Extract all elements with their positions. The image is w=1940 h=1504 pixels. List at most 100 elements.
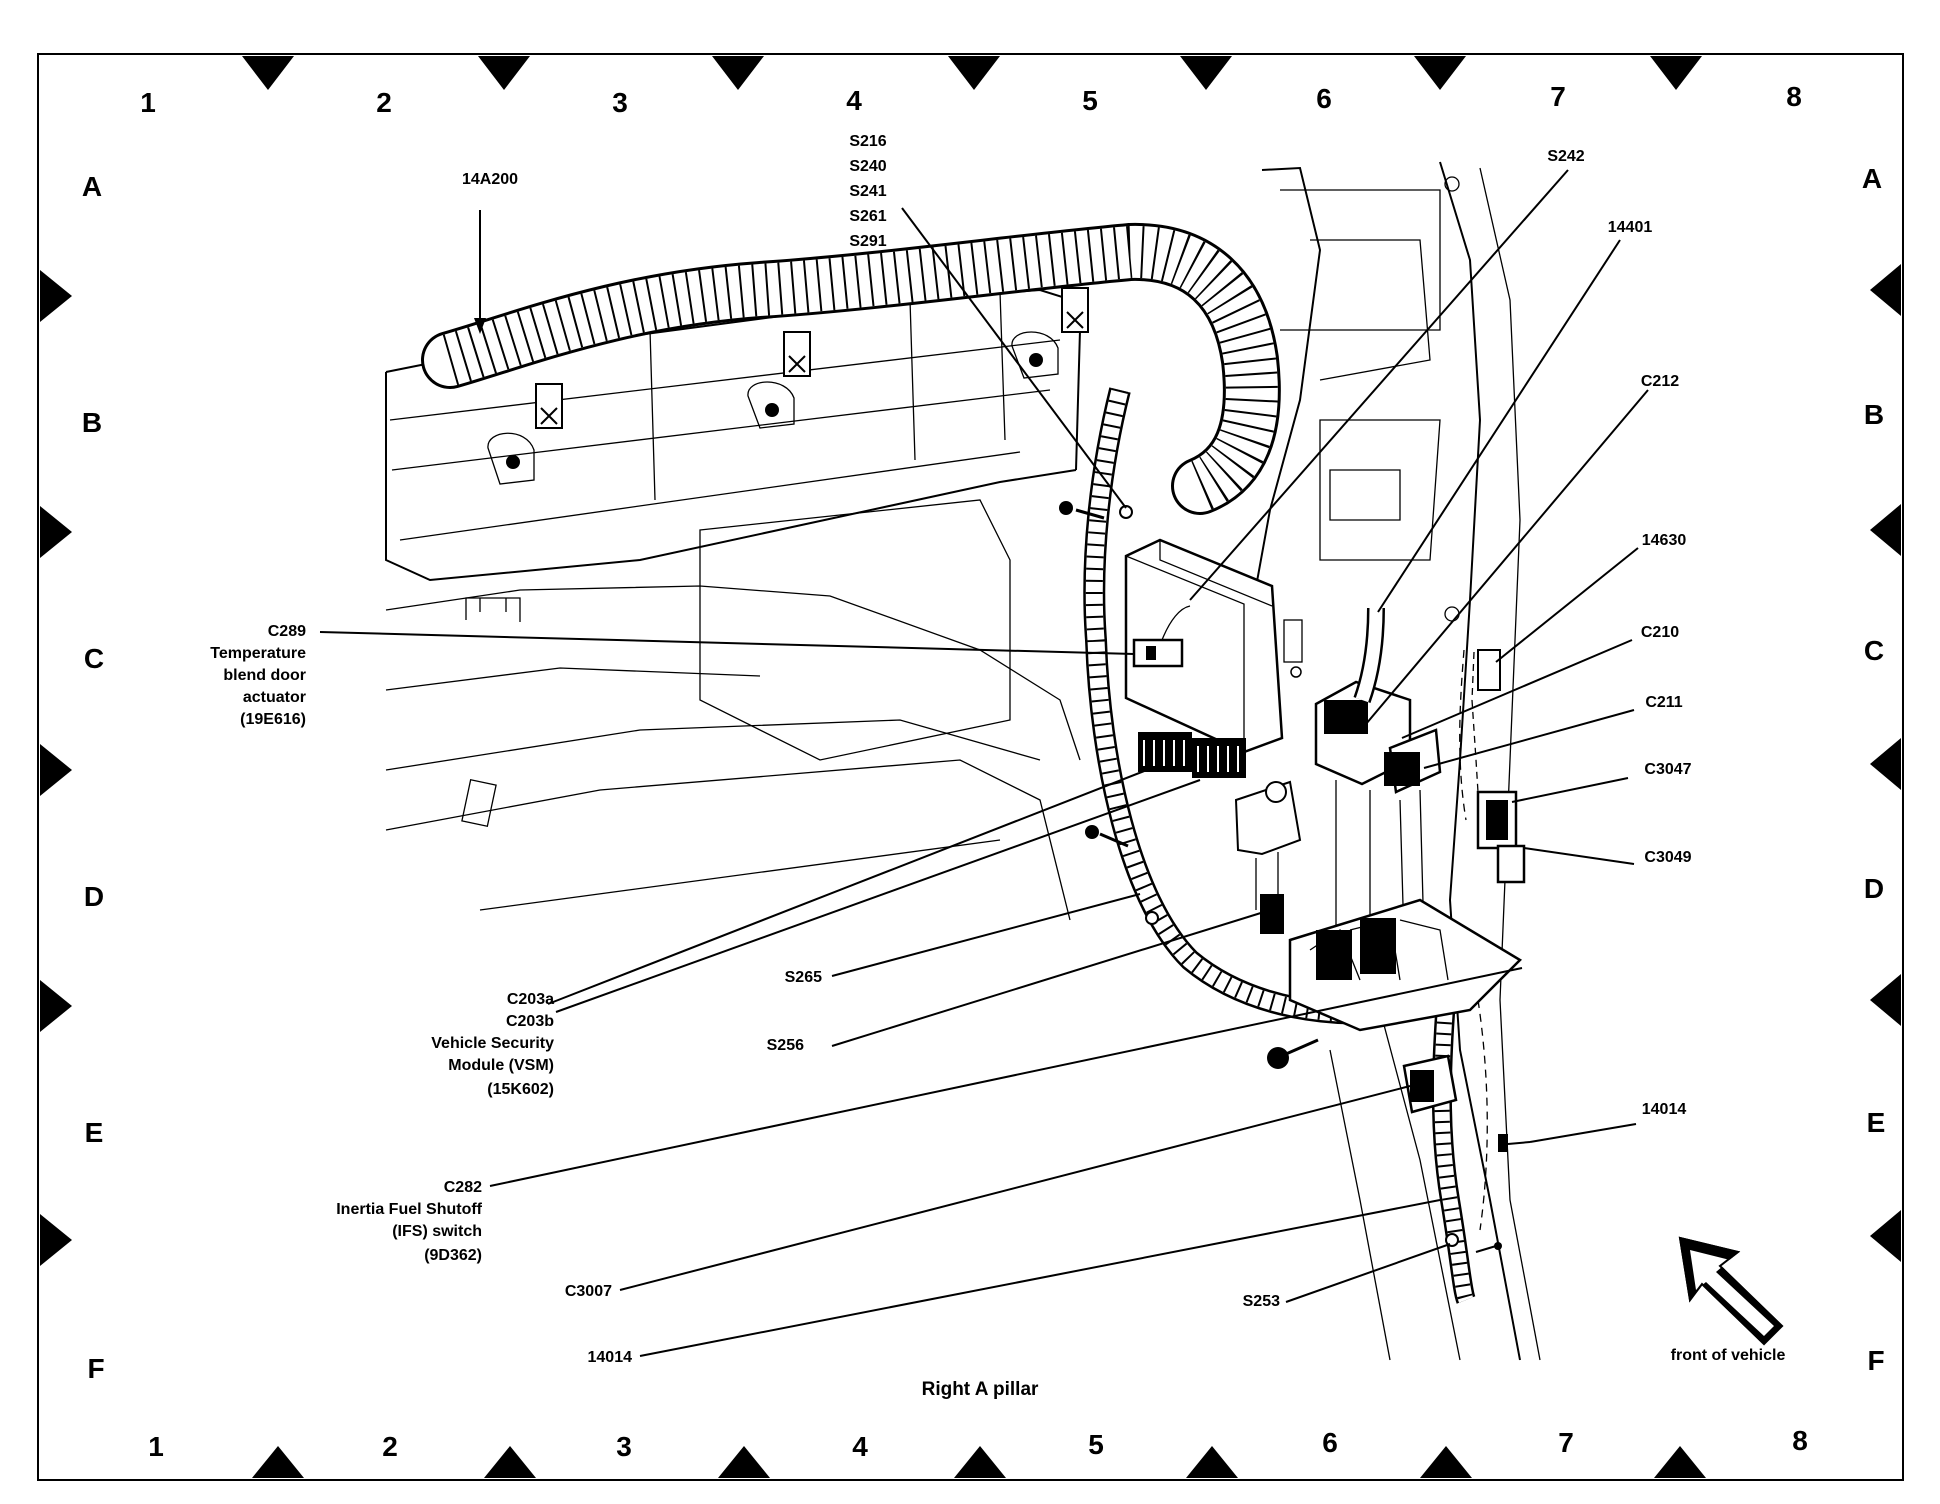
row-label-right: C	[1864, 635, 1884, 666]
harness-clip	[783, 331, 811, 377]
col-label-bottom: 5	[1088, 1429, 1104, 1460]
leader-c203a	[547, 767, 1153, 1005]
callout-c203-line4: Module (VSM)	[448, 1057, 554, 1074]
callout-14630: 14630	[1642, 532, 1687, 549]
leader-c210	[1401, 639, 1633, 739]
vehicle-security-module	[1124, 538, 1303, 754]
leader-lines	[319, 169, 1649, 1357]
grid-marker-top-2	[478, 56, 530, 90]
c203-connectors	[1138, 732, 1246, 778]
cowl-detail	[1280, 189, 1441, 561]
grid-marker-top-5	[1180, 56, 1232, 90]
grid-marker-right-1	[1870, 264, 1901, 316]
callout-14014-bottom: 14014	[588, 1349, 633, 1366]
callout-s242: S242	[1547, 148, 1584, 165]
grid-marker-bottom-1	[252, 1446, 304, 1478]
col-label-bottom: 2	[382, 1431, 398, 1462]
c211-connector	[1384, 752, 1420, 786]
harness-branch-fill	[1085, 387, 1402, 1022]
leader-splices	[901, 207, 1127, 509]
col-label-top: 5	[1082, 85, 1098, 116]
grid-marker-top-6	[1414, 56, 1466, 90]
grid-marker-right-5	[1870, 1210, 1901, 1262]
callout-c289-line4: actuator	[243, 689, 306, 706]
callout-c289-line5: (19E616)	[240, 711, 306, 728]
bolt-fastener	[1085, 825, 1129, 848]
grid-marker-left-3	[40, 744, 72, 796]
row-label-right: A	[1862, 163, 1882, 194]
harness-14630-clip	[1477, 649, 1501, 691]
callout-s261: S261	[849, 208, 886, 225]
grid-labels-bottom: 1 2 3 4 5 6 7 8	[148, 1425, 1808, 1462]
leader-c211	[1423, 709, 1635, 769]
row-label-left: A	[82, 171, 102, 202]
leader-s265	[831, 893, 1141, 977]
bracket-left	[465, 597, 521, 622]
col-label-bottom: 6	[1322, 1427, 1338, 1458]
grid-labels-left: A B C D E F	[82, 171, 105, 1384]
callout-c282: C282	[444, 1179, 482, 1196]
glovebox-opening	[699, 499, 1011, 761]
a-pillar-inner	[1329, 167, 1541, 1361]
row-label-right: D	[1864, 873, 1884, 904]
callout-c282-line4: (9D362)	[424, 1247, 482, 1264]
callout-s253: S253	[1243, 1293, 1280, 1310]
leader-14014-right	[1529, 1123, 1637, 1143]
callout-c3047: C3047	[1644, 761, 1691, 778]
grid-marker-top-7	[1650, 56, 1702, 90]
grid-marker-left-1	[40, 270, 72, 322]
grid-marker-left-4	[40, 980, 72, 1032]
grid-markers	[40, 56, 1901, 1478]
splice-point	[1145, 911, 1159, 925]
harness-clip	[1061, 287, 1089, 333]
harness-conduit-fill	[424, 225, 1278, 512]
col-label-top: 1	[140, 87, 156, 118]
callout-s241: S241	[849, 183, 886, 200]
row-label-right: B	[1864, 399, 1884, 430]
col-label-top: 7	[1550, 81, 1566, 112]
callout-c203b: C203b	[506, 1013, 554, 1030]
callout-c282-line3: (IFS) switch	[392, 1223, 482, 1240]
callout-c289-line3: blend door	[223, 667, 306, 684]
row-label-left: F	[87, 1353, 104, 1384]
callout-s240: S240	[849, 158, 886, 175]
callout-c211: C211	[1645, 694, 1682, 711]
leader-c3047	[1511, 777, 1629, 803]
row-label-right: E	[1867, 1107, 1886, 1138]
callout-c3007: C3007	[565, 1283, 612, 1300]
leader-c289	[319, 631, 1135, 655]
callout-14401: 14401	[1608, 219, 1653, 236]
col-label-bottom: 8	[1792, 1425, 1808, 1456]
c3047-c3049-connectors	[1476, 790, 1526, 884]
vehicle-structure-drawing	[385, 161, 1541, 1361]
grid-labels-top: 1 2 3 4 5 6 7 8	[140, 81, 1802, 118]
col-label-top: 6	[1316, 83, 1332, 114]
grid-marker-bottom-3	[718, 1446, 770, 1478]
slot-detail	[461, 778, 497, 828]
grid-marker-left-2	[40, 506, 72, 558]
callout-14a200: 14A200	[462, 171, 518, 188]
grid-marker-bottom-7	[1654, 1446, 1706, 1478]
leader-c3007	[619, 1085, 1411, 1291]
leader-c203b	[555, 779, 1201, 1013]
mounting-boss	[487, 432, 535, 485]
c3007-connector	[1402, 1054, 1458, 1114]
leader-s253	[1285, 1243, 1451, 1303]
row-label-left: C	[84, 643, 104, 674]
front-of-vehicle-label: front of vehicle	[1671, 1347, 1786, 1364]
callout-c210: C210	[1641, 624, 1679, 641]
grid-marker-bottom-2	[484, 1446, 536, 1478]
leader-14630	[1495, 547, 1639, 663]
callout-c212: C212	[1641, 373, 1679, 390]
harness-lower-branch-texture	[1434, 999, 1474, 1303]
grid-marker-bottom-4	[954, 1446, 1006, 1478]
callout-14014-right: 14014	[1642, 1101, 1687, 1118]
callout-s265: S265	[785, 969, 822, 986]
leader-s256	[831, 911, 1265, 1047]
pillar-hole	[1444, 606, 1460, 622]
row-label-left: B	[82, 407, 102, 438]
callout-s216: S216	[849, 133, 886, 150]
col-label-bottom: 4	[852, 1431, 868, 1462]
grid-marker-left-5	[40, 1214, 72, 1266]
